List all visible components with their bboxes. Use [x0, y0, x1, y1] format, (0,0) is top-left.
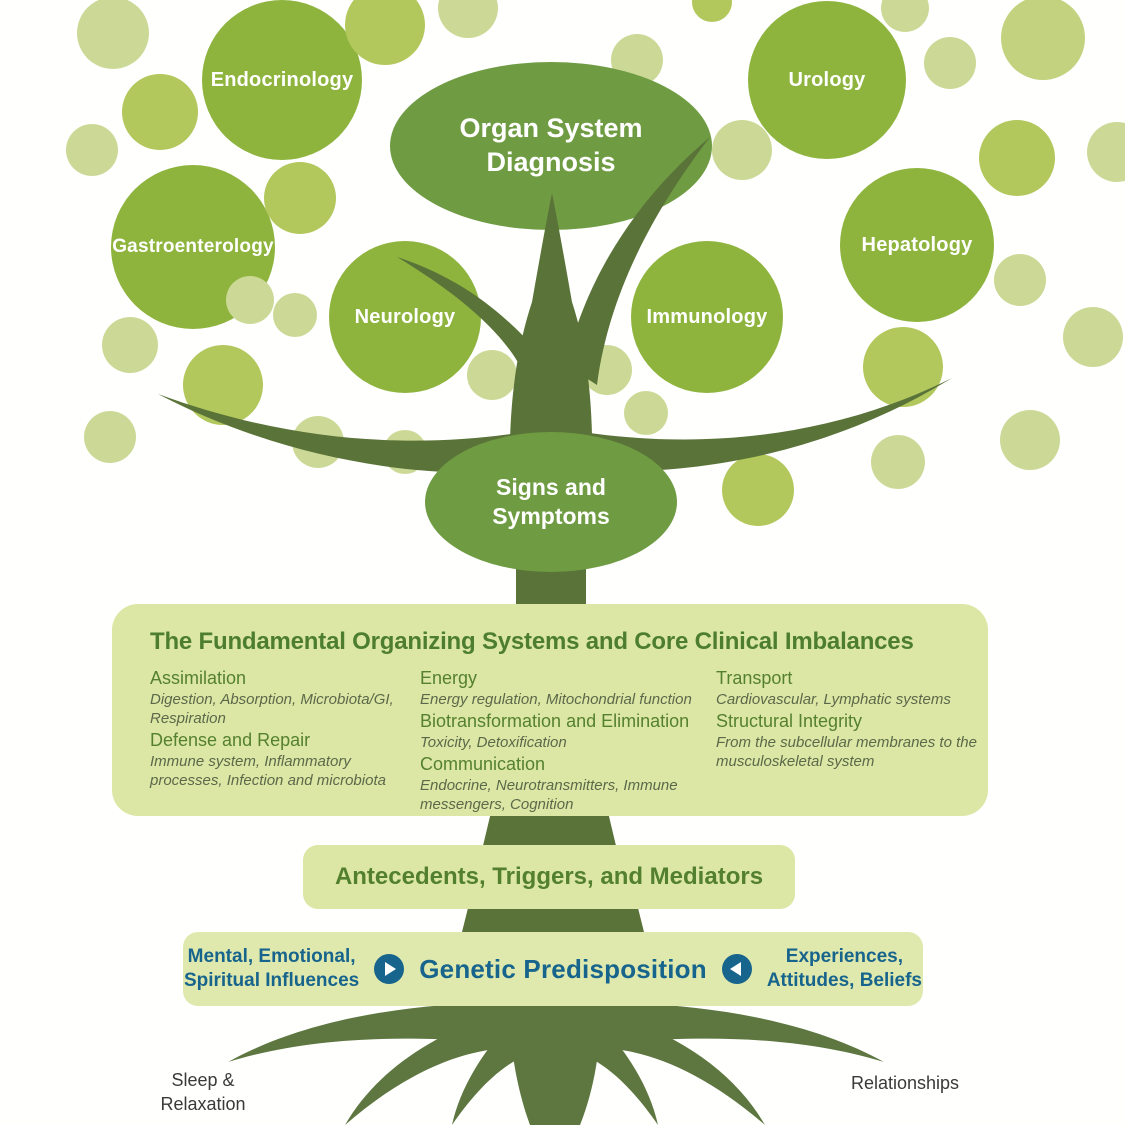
imbalance-heading: Energy — [420, 668, 478, 688]
imbalance-heading: Structural Integrity — [716, 711, 863, 732]
arrow-left-icon — [721, 954, 752, 984]
organ-oval-label: Organ System Diagnosis — [459, 113, 643, 177]
leaf-dot — [77, 0, 149, 69]
leaf-label: Immunology — [646, 305, 768, 328]
imbalance-detail: Endocrine, Neurotransmitters, Immune mes… — [420, 777, 678, 814]
relationships-label: Relationships — [850, 1073, 960, 1093]
imbalance-detail: Energy regulation, Mitochondrial functio… — [420, 690, 692, 708]
leaf-dot — [467, 350, 517, 400]
leaf-dot — [226, 276, 274, 324]
leaf-label: Urology — [788, 68, 866, 91]
leaf-dot — [1063, 307, 1123, 367]
leaf-dot — [345, 0, 425, 65]
imbalance-heading: Defense and Repair — [150, 730, 311, 751]
leaf-dot — [264, 162, 336, 234]
leaf-dot — [979, 120, 1055, 196]
leaf-dot — [84, 411, 136, 463]
leaf-endocrinology: Endocrinology — [202, 0, 362, 160]
triangle-left — [729, 962, 741, 976]
leaf-label: Gastroenterology — [112, 236, 274, 257]
sleep-relaxation-label: Sleep & Relaxation — [160, 1070, 246, 1115]
root-group — [228, 1000, 884, 1125]
mental-emotional-spiritual-label: Mental, Emotional, Spiritual Influences — [183, 946, 360, 991]
imbalance-heading: Assimilation — [150, 668, 247, 688]
imbalances-panel: The Fundamental Organizing Systems and C… — [112, 604, 988, 816]
leaf-label: Endocrinology — [210, 68, 354, 91]
imbalance-detail: Digestion, Absorption, Microbiota/GI, Re… — [150, 690, 394, 728]
leaf-dot — [924, 37, 976, 89]
leaf-dot — [273, 293, 317, 337]
leaf-dot — [994, 254, 1046, 306]
imbalance-heading: Biotransformation and Elimination — [420, 711, 690, 732]
signs-and-symptoms-oval: Signs and Symptoms — [425, 432, 677, 572]
leaf-dot — [692, 0, 732, 22]
imbalances-column-2: Energy Energy regulation, Mitochondrial … — [420, 666, 716, 817]
antecedents-label: Antecedents, Triggers, and Mediators — [334, 863, 764, 890]
leaf-dot — [871, 435, 925, 489]
leaf-label: Neurology — [354, 305, 456, 328]
genetic-predisposition-bar: Mental, Emotional, Spiritual Influences … — [183, 932, 923, 1006]
leaf-neurology: Neurology — [329, 241, 481, 393]
experiences-attitudes-label: Experiences, Attitudes, Beliefs — [766, 946, 923, 991]
leaf-dot — [102, 317, 158, 373]
genetic-predisposition-label: Genetic Predisposition — [419, 953, 707, 984]
leaf-dot — [712, 120, 772, 180]
leaf-dot — [1000, 410, 1060, 470]
imbalances-column-3: Transport Cardiovascular, Lymphatic syst… — [716, 666, 978, 773]
antecedents-bar: Antecedents, Triggers, and Mediators — [303, 845, 795, 909]
leaf-dot — [722, 454, 794, 526]
leaf-dot — [863, 327, 943, 407]
imbalance-heading: Transport — [716, 668, 793, 688]
leaf-dot — [66, 124, 118, 176]
leaf-immunology: Immunology — [631, 241, 783, 393]
imbalance-detail: Toxicity, Detoxification — [420, 734, 567, 752]
imbalance-detail: Immune system, Inflammatory processes, I… — [150, 753, 386, 790]
signs-oval-label: Signs and Symptoms — [492, 474, 610, 529]
leaf-hepatology: Hepatology — [840, 168, 994, 322]
leaf-urology: Urology — [748, 1, 906, 159]
imbalance-detail: Cardiovascular, Lymphatic systems — [716, 690, 951, 708]
leaf-dot — [624, 391, 668, 435]
leaf-dot — [1001, 0, 1085, 80]
imbalances-column-1: Assimilation Digestion, Absorption, Micr… — [150, 666, 418, 793]
triangle-right — [385, 962, 397, 976]
leaf-dot — [122, 74, 198, 150]
leaf-label: Hepatology — [861, 233, 973, 256]
imbalance-detail: From the subcellular membranes to the mu… — [716, 734, 977, 771]
imbalance-heading: Communication — [420, 754, 546, 775]
arrow-right-icon — [374, 954, 405, 984]
imbalances-title: The Fundamental Organizing Systems and C… — [150, 628, 914, 655]
